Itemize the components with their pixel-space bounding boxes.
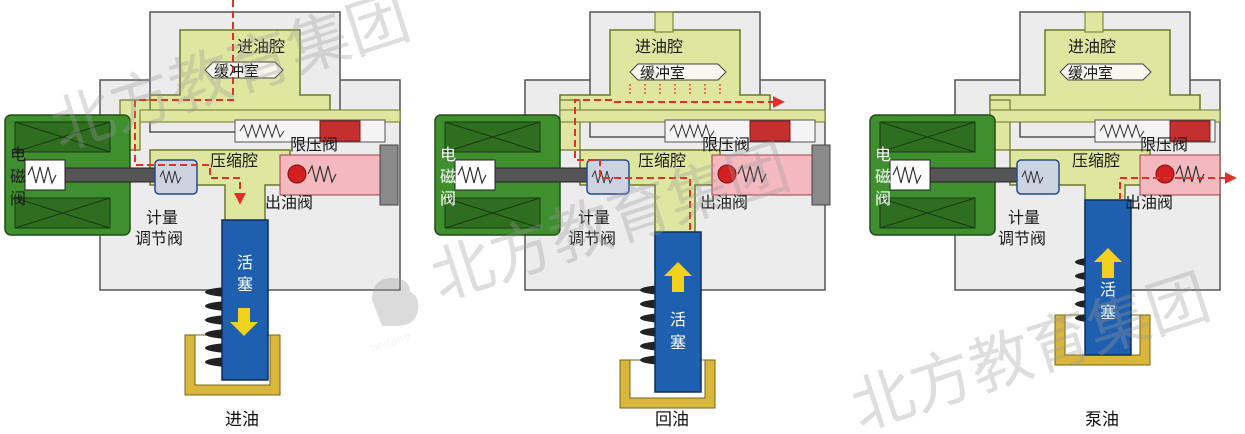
label-outlet-valve: 出油阀 [265,193,313,212]
solenoid-plunger [930,168,1020,182]
label-inlet-chamber: 进油腔 [635,37,683,56]
solenoid-spring-housing [25,160,65,190]
solenoid-plunger [65,168,160,182]
label-compression-chamber: 压缩腔 [210,151,258,170]
label-pressure-limit-valve: 限压阀 [290,135,338,154]
label-pressure-limit-valve: 限压阀 [1140,135,1188,154]
piston [222,220,268,380]
panel-caption: 回油 [655,410,689,430]
solenoid-plunger [495,168,590,182]
label-solenoid-valve: 电磁阀 [10,145,26,208]
label-inlet-chamber: 进油腔 [1068,37,1116,56]
watermark-brand: beifang [369,330,412,355]
panel-caption: 进油 [225,410,259,430]
label-buffer-chamber: 缓冲室 [640,64,685,82]
fuel-passage [560,100,580,150]
panel-caption: 泵油 [1085,410,1119,430]
outlet-ball [1156,165,1174,183]
label-buffer-chamber: 缓冲室 [1068,64,1113,82]
label-solenoid-valve: 电磁阀 [440,145,456,208]
outlet-pipe [1140,155,1220,195]
watermark-logo: beifang [369,278,418,355]
label-solenoid-valve: 电磁阀 [875,145,891,208]
label-compression-chamber: 压缩腔 [1072,151,1120,170]
outlet-ball [288,165,306,183]
label-outlet-valve: 出油阀 [1125,193,1173,212]
